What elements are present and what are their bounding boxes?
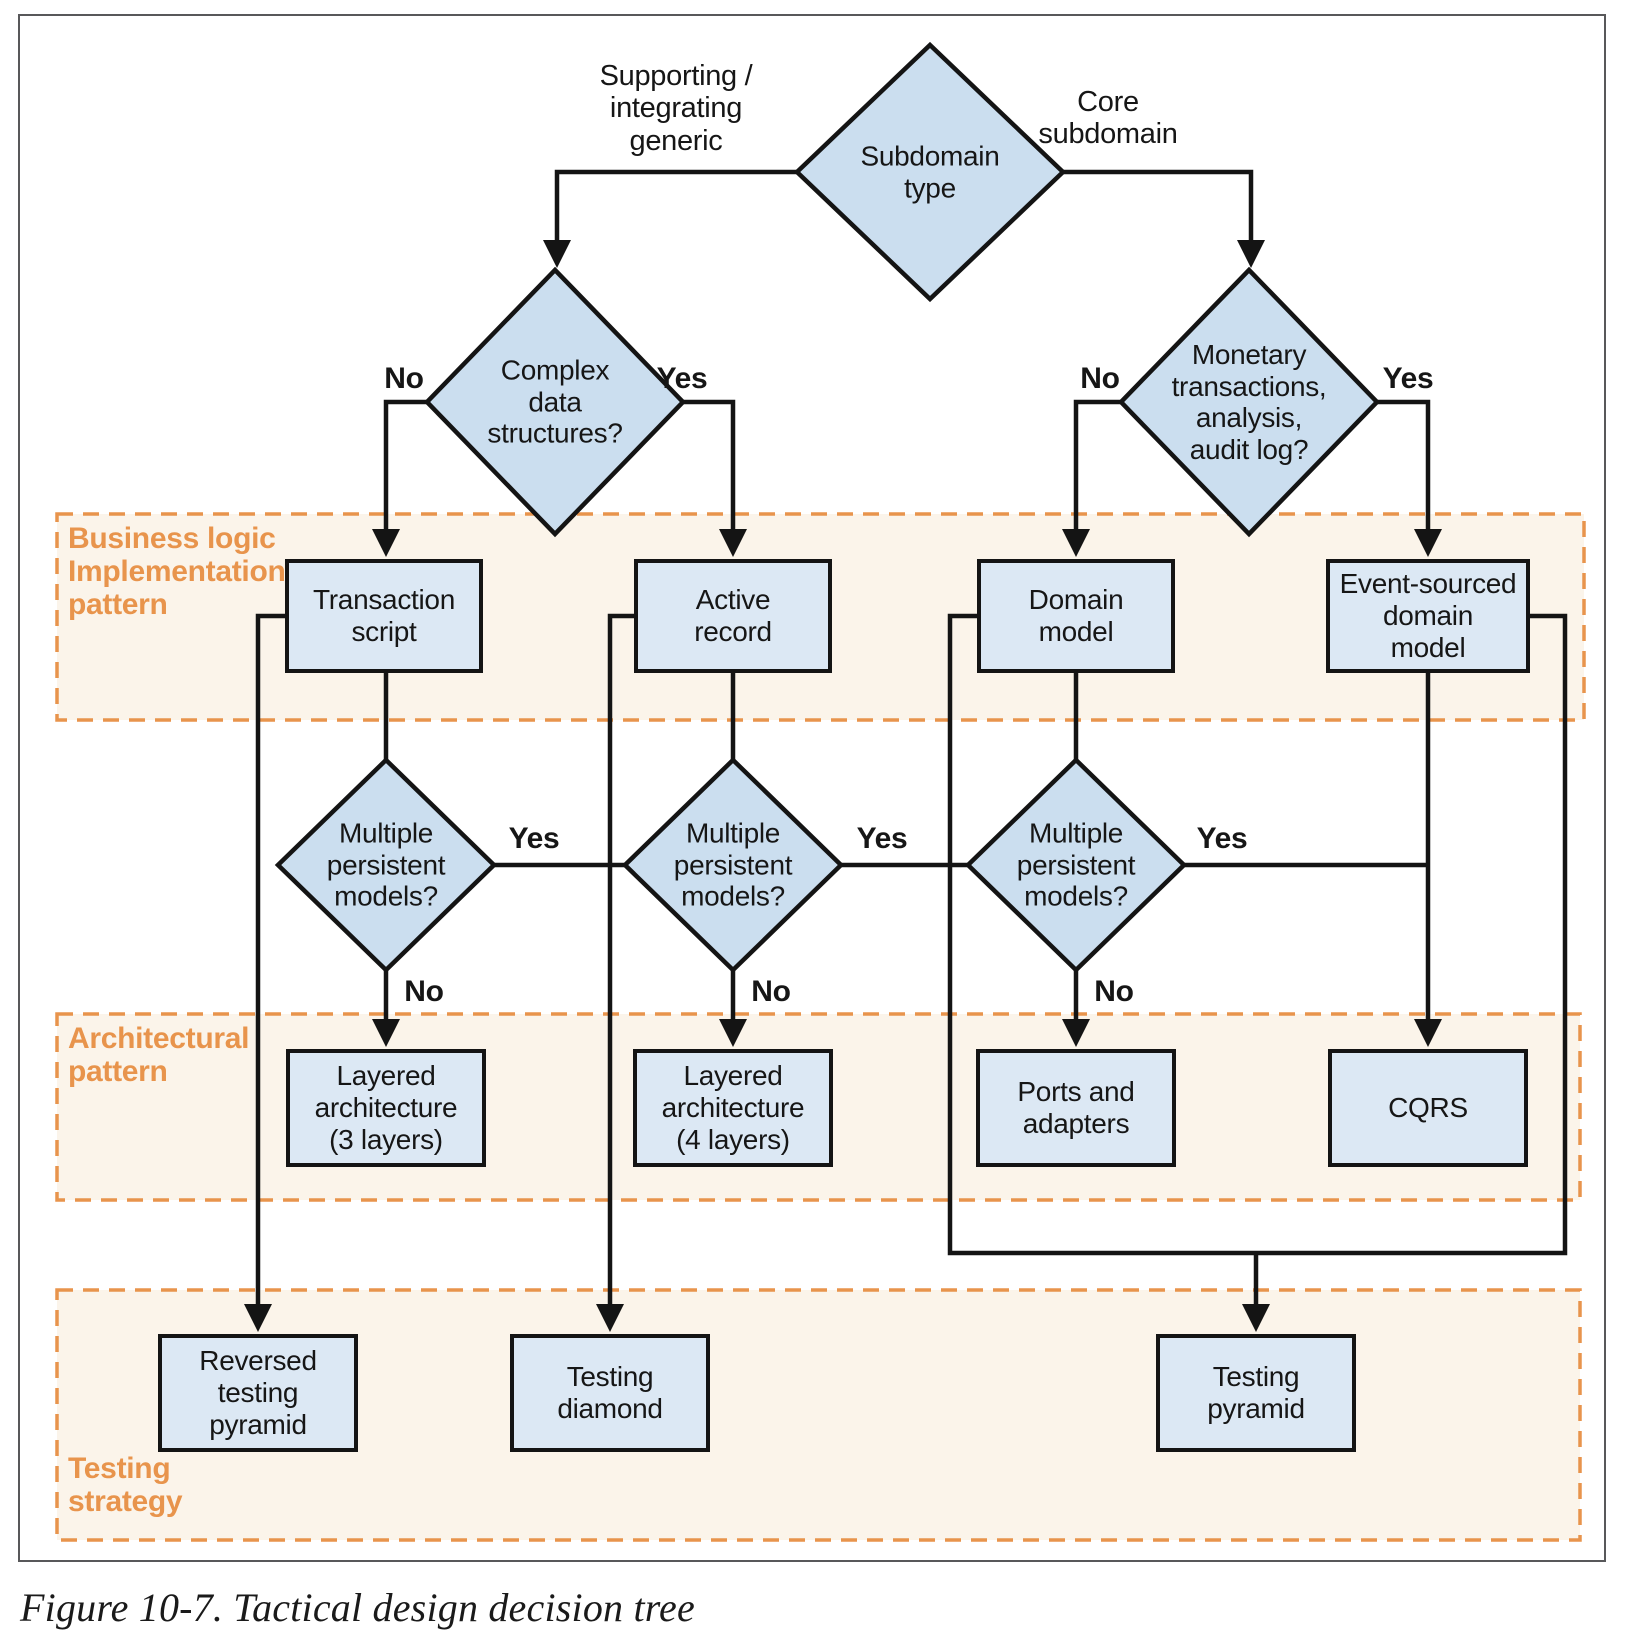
arrow-into-monetary (1237, 240, 1265, 268)
arrow-into-reversed (244, 1304, 272, 1332)
arrow-into-ports (1062, 1019, 1090, 1047)
complex-yes-label: Yes (656, 362, 708, 395)
edge-complex-no (383, 399, 427, 537)
cqrs-node: CQRS (1328, 1049, 1528, 1167)
arrow-into-layered3 (372, 1019, 400, 1047)
mpm1-diamond (274, 756, 498, 974)
layered-4-node: Layered architecture (4 layers) (633, 1049, 833, 1167)
edge-monetary-yes (1377, 399, 1431, 537)
monetary-yes-label: Yes (1382, 362, 1434, 395)
active-record-node: Active record (634, 559, 832, 673)
edge-transaction-to-reversed (255, 613, 285, 1312)
core-subdomain-label: Core subdomain (1038, 86, 1178, 151)
arrow-into-tdiamond (596, 1304, 624, 1332)
event-sourced-node: Event-sourced domain model (1326, 559, 1530, 673)
edge-complex-yes (683, 399, 736, 537)
edge-supporting (554, 169, 797, 248)
mpm2-no-label: No (751, 975, 791, 1008)
arrow-into-layered4 (719, 1019, 747, 1047)
mpm3-diamond (964, 756, 1188, 974)
monetary-no-label: No (1080, 362, 1120, 395)
complex-no-label: No (384, 362, 424, 395)
arrow-into-domain (1062, 529, 1090, 557)
mpm1-no-label: No (404, 975, 444, 1008)
testing-region-label: Testing strategy (68, 1452, 183, 1518)
edge-monetary-no (1073, 399, 1121, 537)
mpm2-diamond (621, 756, 845, 974)
mpm3-no-label: No (1094, 975, 1134, 1008)
layered-3-node: Layered architecture (3 layers) (286, 1049, 486, 1167)
mpm1-yes-label: Yes (508, 822, 560, 855)
edges (255, 169, 1568, 1312)
transaction-script-node: Transaction script (285, 559, 483, 673)
architectural-region-label: Architectural pattern (68, 1022, 250, 1088)
arrowheads (244, 240, 1442, 1332)
subdomain-type-diamond (793, 41, 1067, 303)
domain-model-node: Domain model (977, 559, 1175, 673)
edge-active-to-diamond (607, 613, 634, 1312)
testing-diamond-node: Testing diamond (510, 1334, 710, 1452)
arrow-into-active (719, 529, 747, 557)
complex-data-diamond (423, 266, 687, 538)
edge-core (1063, 169, 1254, 248)
business-logic-region-label: Business logic Implementation pattern (68, 522, 286, 621)
arrow-into-transaction (372, 529, 400, 557)
figure-caption: Figure 10-7. Tactical design decision tr… (20, 1585, 695, 1630)
testing-pyramid-node: Testing pyramid (1156, 1334, 1356, 1452)
arrow-into-tpyramid (1242, 1304, 1270, 1332)
reversed-pyramid-node: Reversed testing pyramid (158, 1334, 358, 1452)
ports-adapters-node: Ports and adapters (976, 1049, 1176, 1167)
arrow-into-event (1414, 529, 1442, 557)
mpm3-yes-label: Yes (1196, 822, 1248, 855)
mpm2-yes-label: Yes (856, 822, 908, 855)
decision-diamonds (274, 41, 1381, 974)
arrow-into-cqrs (1414, 1019, 1442, 1047)
supporting-generic-label: Supporting / integrating generic (599, 60, 753, 157)
monetary-diamond (1117, 266, 1381, 538)
arrow-into-complex (543, 240, 571, 268)
